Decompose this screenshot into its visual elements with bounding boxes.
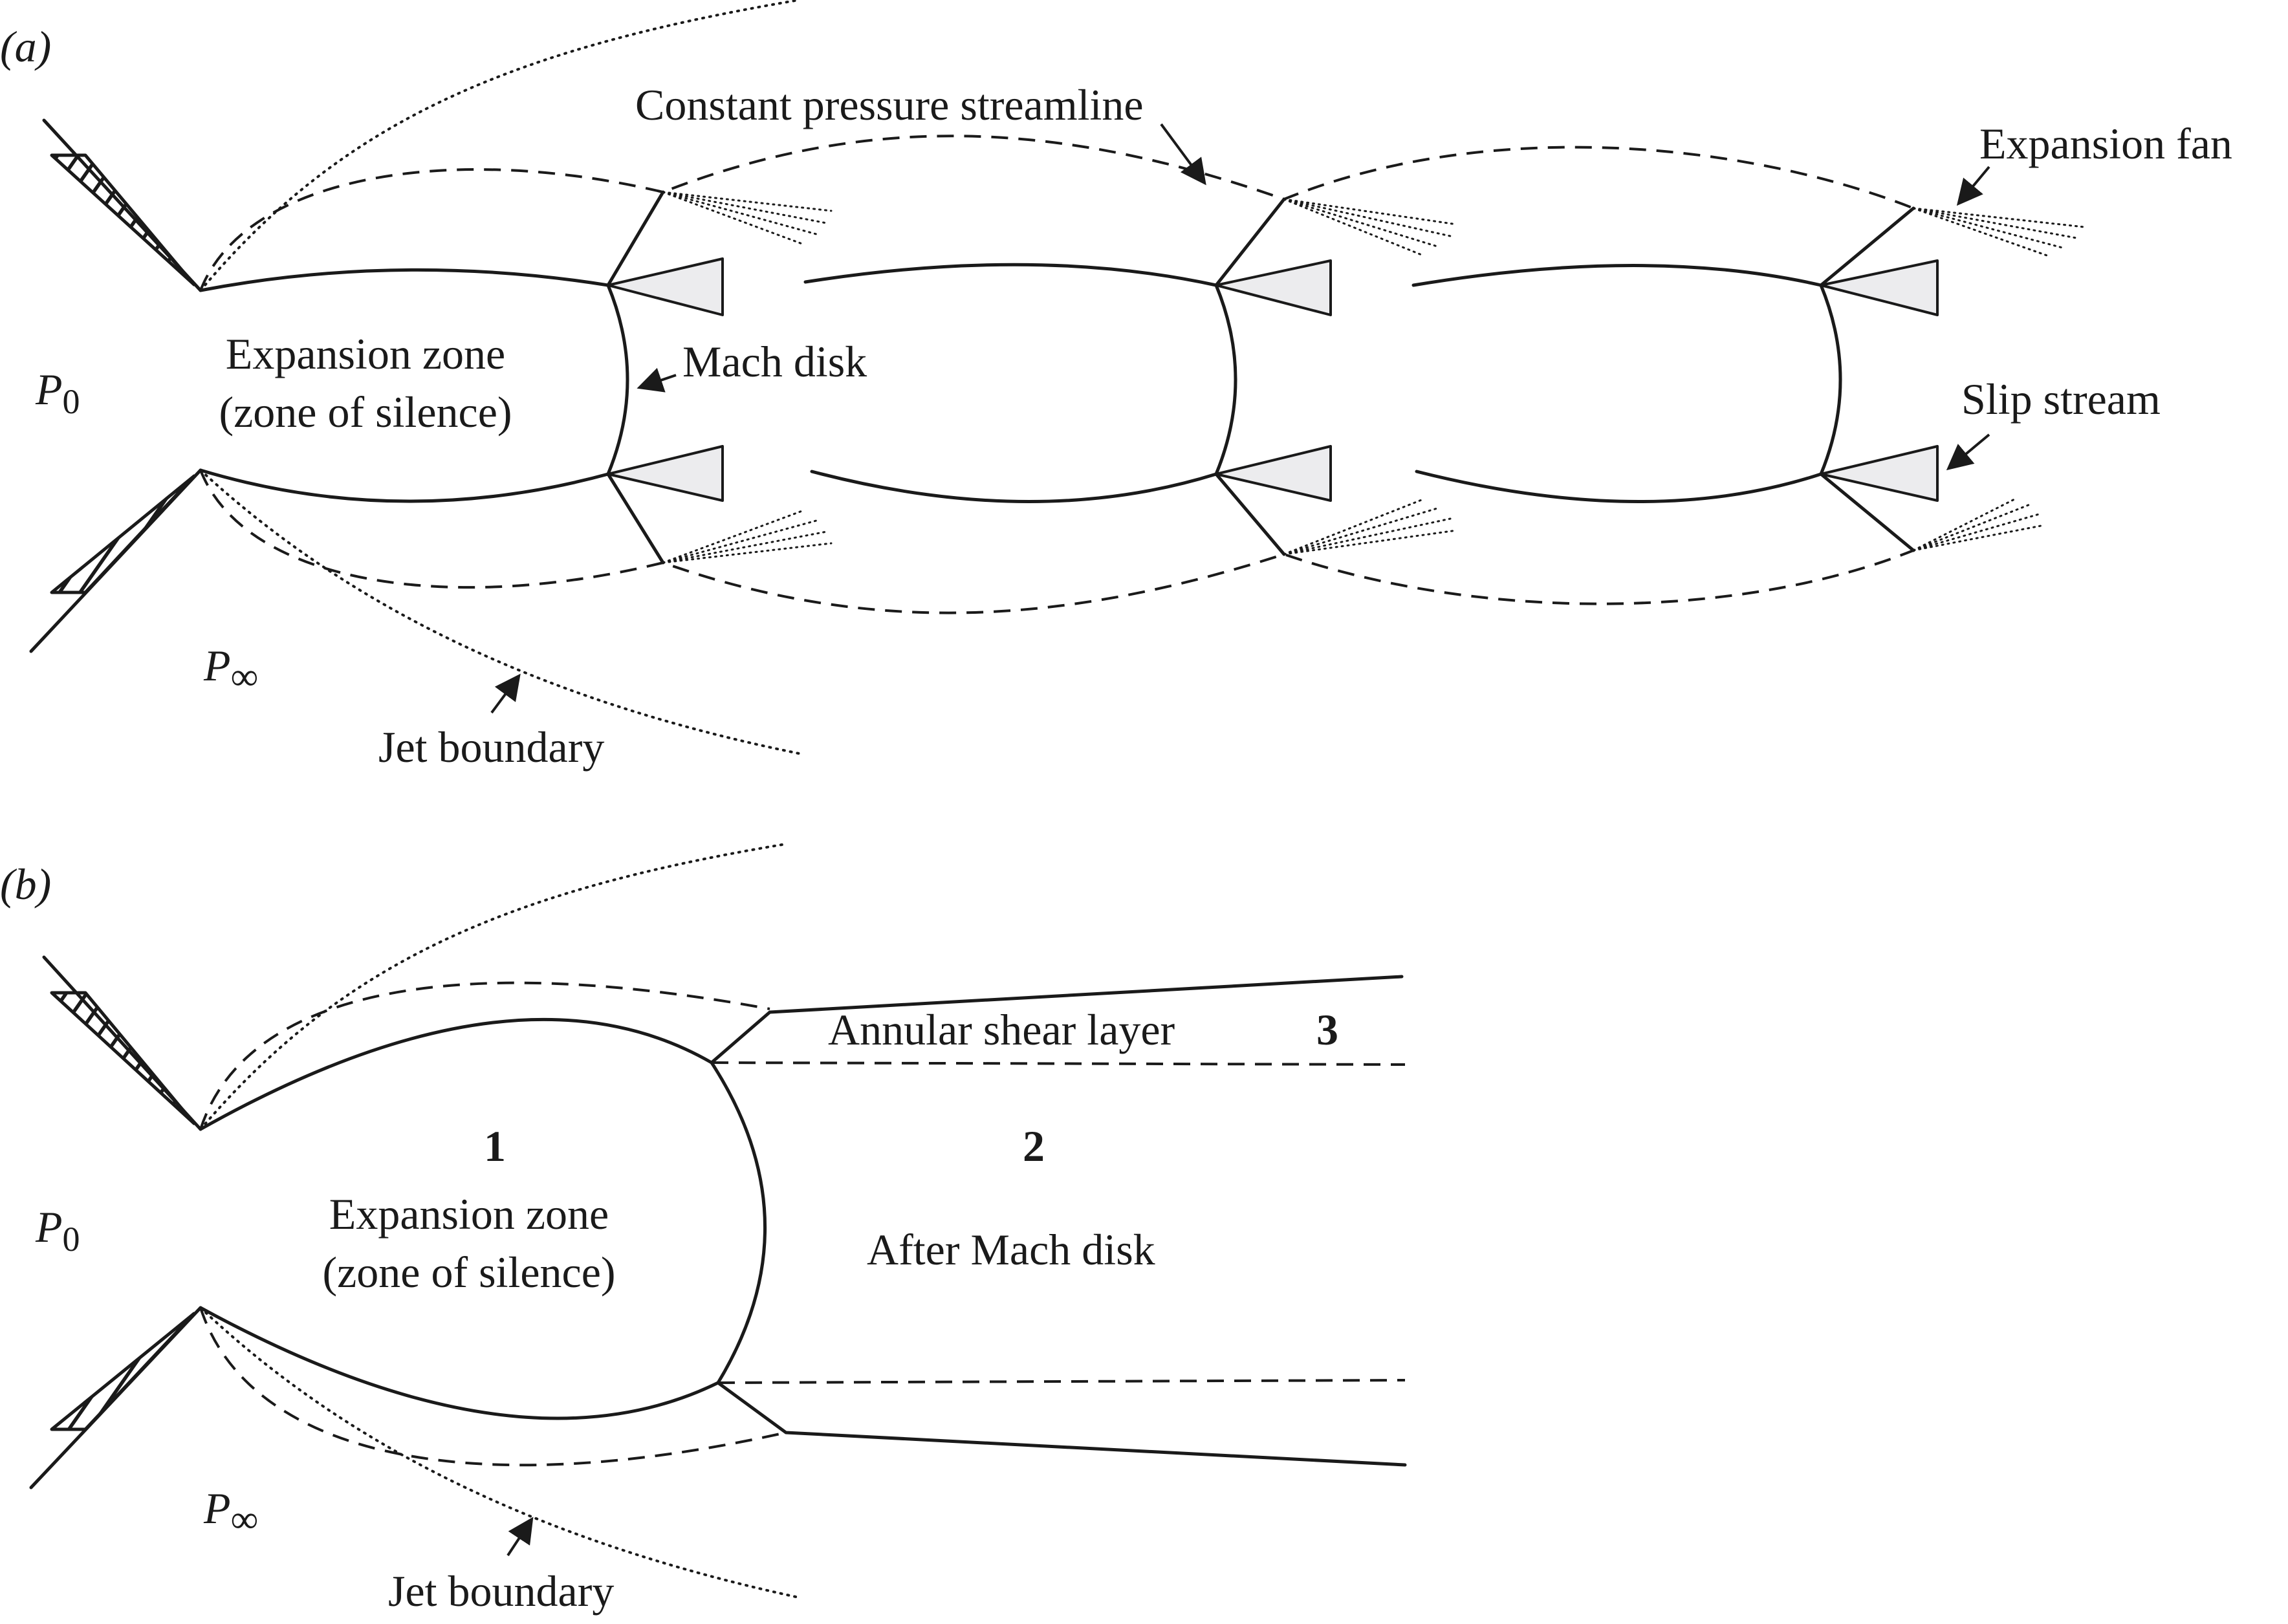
expansion-fan-3-upper xyxy=(1912,207,2086,258)
slip-stream-label: Slip stream xyxy=(1961,374,2161,424)
slip-stream-wedge xyxy=(1820,259,1939,316)
nozzle-hatch-upper xyxy=(50,153,196,287)
expansion-zone-upper-b xyxy=(199,1017,714,1131)
jet-boundary-upper-b xyxy=(199,843,787,1131)
after-mach-disk-label: After Mach disk xyxy=(867,1225,1155,1274)
jet-boundary-label-a: Jet boundary xyxy=(378,722,604,772)
panel-b: (b) Annular shear layer 3 1 2 Expansion … xyxy=(0,843,1407,1616)
mach-disk-a2 xyxy=(1214,283,1237,476)
pinf-label-a: P∞ xyxy=(203,641,258,698)
shock-structure-2 xyxy=(1214,197,1332,556)
nozzle-a xyxy=(29,118,202,653)
expansion-fan-2-upper xyxy=(1283,198,1458,257)
nozzle-b xyxy=(29,955,202,1489)
jet-boundary-leader-arrow xyxy=(490,673,521,714)
slip-stream-wedge xyxy=(607,257,724,316)
zone-of-silence-label-b: (zone of silence) xyxy=(322,1248,615,1297)
nozzle-hatch-upper xyxy=(50,991,196,1125)
streamline-leader-arrow xyxy=(1160,123,1206,186)
region-3-label: 3 xyxy=(1316,1005,1338,1054)
expansion-fan-label: Expansion fan xyxy=(1979,119,2232,168)
expansion-fan-3-lower xyxy=(1912,497,2045,552)
mach-disk-leader-arrow xyxy=(637,367,677,393)
mach-disk-a3 xyxy=(1819,283,1842,476)
expansion-fan-2-lower xyxy=(1283,498,1458,556)
jet-boundary-upper-a xyxy=(199,0,800,292)
constant-pressure-streamline-label: Constant pressure streamline xyxy=(635,80,1144,129)
slip-stream-wedge xyxy=(1215,259,1332,316)
reflected-shock-lower-b xyxy=(716,1381,1407,1467)
slip-stream-wedge xyxy=(607,445,724,502)
mach-disk-b xyxy=(710,1061,767,1385)
streamline-lower-b xyxy=(199,1307,787,1467)
slip-stream-wedge xyxy=(1215,445,1332,502)
panel-a-tag: (a) xyxy=(0,22,51,71)
p0-label-b: P0 xyxy=(35,1202,80,1259)
nozzle-hatch-lower xyxy=(50,1312,196,1431)
region-2-label: 2 xyxy=(1023,1121,1045,1171)
expansion-zone-lower-b xyxy=(199,1306,720,1420)
expansion-zone-label-b: Expansion zone xyxy=(329,1189,609,1239)
region-1-label: 1 xyxy=(484,1121,506,1171)
pinf-label-b: P∞ xyxy=(203,1484,258,1541)
mach-disk-a1 xyxy=(606,283,629,476)
jet-boundary-lower-b xyxy=(199,1306,800,1599)
jet-boundary-lower-a xyxy=(199,469,800,755)
annular-shear-layer-label: Annular shear layer xyxy=(828,1005,1175,1054)
shock-structure-1 xyxy=(606,190,724,565)
p0-label-a: P0 xyxy=(35,365,80,421)
expansion-fan-1-lower xyxy=(662,510,833,564)
constant-pressure-streamline-upper xyxy=(199,135,1914,291)
shear-layer-inner-upper xyxy=(711,1061,1406,1066)
reflected-shock-upper-b xyxy=(710,975,1404,1065)
panel-b-tag: (b) xyxy=(0,860,51,909)
constant-pressure-streamline-lower xyxy=(199,470,1914,614)
expansion-fan-leader-arrow xyxy=(1956,166,1990,206)
slip-stream-wedge xyxy=(1820,445,1939,502)
expansion-zone-label: Expansion zone xyxy=(226,329,505,378)
jet-boundary-label-b: Jet boundary xyxy=(388,1566,614,1616)
nozzle-hatch-lower xyxy=(50,474,196,594)
slip-stream-leader-arrow xyxy=(1946,433,1990,471)
zone-of-silence-label: (zone of silence) xyxy=(219,387,512,437)
jet-boundary-leader-arrow-b xyxy=(507,1517,534,1557)
shear-layer-inner-lower xyxy=(717,1379,1406,1384)
streamline-upper-b xyxy=(199,981,770,1130)
jet-cells-a xyxy=(199,263,1823,503)
panel-a: (a) xyxy=(0,0,2232,772)
mach-disk-label: Mach disk xyxy=(682,337,867,386)
expansion-fan-1-upper xyxy=(662,191,833,245)
shock-structure-3 xyxy=(1819,206,1939,552)
